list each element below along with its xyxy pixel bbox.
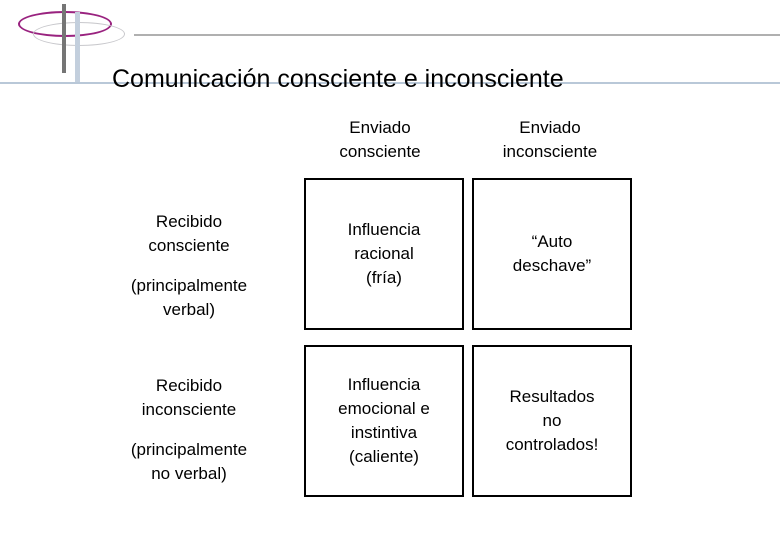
page-title: Comunicación consciente e inconsciente bbox=[112, 64, 564, 93]
header-rule-blue bbox=[0, 82, 780, 84]
logo-stem-dark-icon bbox=[62, 4, 66, 73]
logo-mark bbox=[0, 0, 135, 92]
slide-header: Comunicación consciente e inconsciente bbox=[0, 0, 780, 93]
header-rule-gray bbox=[134, 34, 780, 36]
logo-stem-light-icon bbox=[75, 12, 80, 83]
